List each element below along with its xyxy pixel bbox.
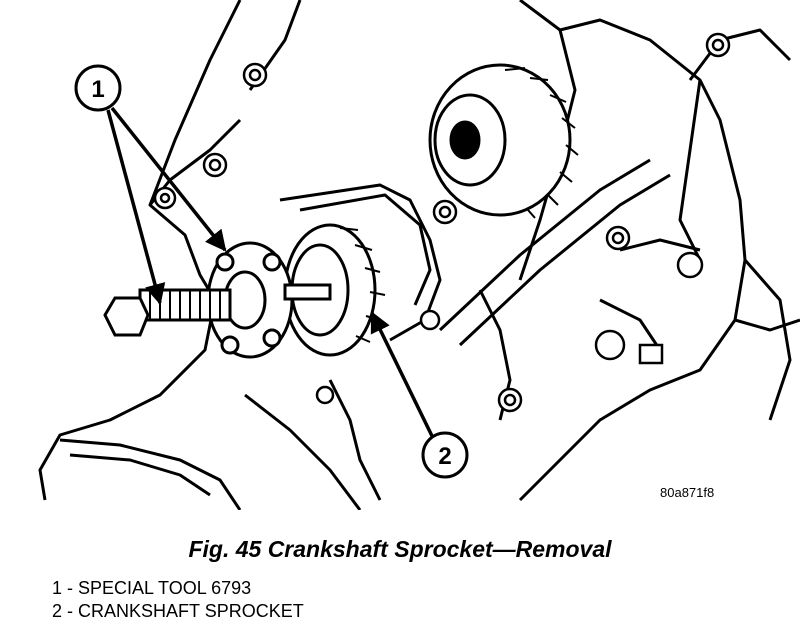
callout-2-label: 2 <box>438 443 451 470</box>
engine-illustration: 1 2 <box>38 0 800 510</box>
callout-1-label: 1 <box>91 76 104 103</box>
callout-1: 1 <box>74 64 227 306</box>
callout-2: 2 <box>370 311 469 479</box>
bolt-heads <box>153 32 731 413</box>
figure-reference-code: 80a871f8 <box>660 485 715 500</box>
special-tool-puller <box>103 241 332 359</box>
legend-item-crankshaft-sprocket: 2 - CRANKSHAFT SPROCKET <box>52 601 304 621</box>
legend-item-special-tool: 1 - SPECIAL TOOL 6793 <box>52 578 252 598</box>
figure-caption: Fig. 45 Crankshaft Sprocket—Removal <box>188 536 612 562</box>
water-pump-sprocket <box>428 63 579 219</box>
